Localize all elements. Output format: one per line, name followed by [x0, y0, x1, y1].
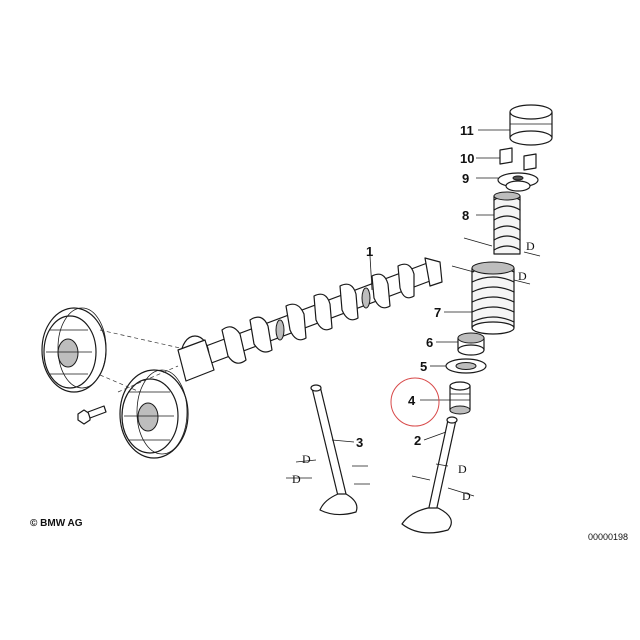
bolt[interactable] — [77, 405, 107, 425]
valve-cap[interactable] — [457, 332, 485, 356]
leader-lines — [331, 129, 510, 443]
spring-retainer[interactable] — [497, 172, 539, 192]
part-label-7: 7 — [434, 305, 441, 320]
part-label-4: 4 — [408, 393, 416, 408]
part-label-10: 10 — [460, 151, 474, 166]
valve-keepers[interactable] — [499, 147, 537, 171]
camshaft[interactable] — [177, 257, 443, 382]
part-label-3: 3 — [356, 435, 363, 450]
highlight-circle — [390, 377, 440, 427]
sprocket-upper[interactable] — [41, 307, 107, 393]
part-labels: 1 11 10 9 8 7 6 5 4 3 2 — [356, 123, 474, 450]
diagram-id: 00000198 — [588, 532, 628, 542]
dim-label-d: D — [518, 269, 527, 283]
part-label-8: 8 — [462, 208, 469, 223]
part-label-11: 11 — [460, 123, 474, 138]
part-label-6: 6 — [426, 335, 433, 350]
dim-label-d: D — [462, 489, 471, 503]
sprocket-lower[interactable] — [119, 369, 189, 459]
alignment-line — [99, 329, 181, 393]
part-label-1: 1 — [366, 244, 373, 259]
dim-label-d: D — [302, 452, 311, 466]
bucket-tappet[interactable] — [509, 104, 553, 146]
spring-seat[interactable] — [445, 358, 487, 374]
dim-label-d: D — [458, 462, 467, 476]
part-label-9: 9 — [462, 171, 469, 186]
valve-exhaust[interactable] — [401, 416, 458, 534]
part-label-2: 2 — [414, 433, 421, 448]
part-label-5: 5 — [420, 359, 427, 374]
valve-stem-seal[interactable] — [449, 381, 471, 415]
dimension-marks: D D D D D D — [286, 237, 541, 503]
dim-label-d: D — [526, 239, 535, 253]
valve-spring-outer[interactable] — [471, 261, 515, 335]
dim-label-d: D — [292, 472, 301, 486]
valve-spring-inner[interactable] — [493, 191, 521, 255]
valve-intake[interactable] — [310, 384, 358, 516]
copyright-text: © BMW AG — [30, 518, 83, 529]
